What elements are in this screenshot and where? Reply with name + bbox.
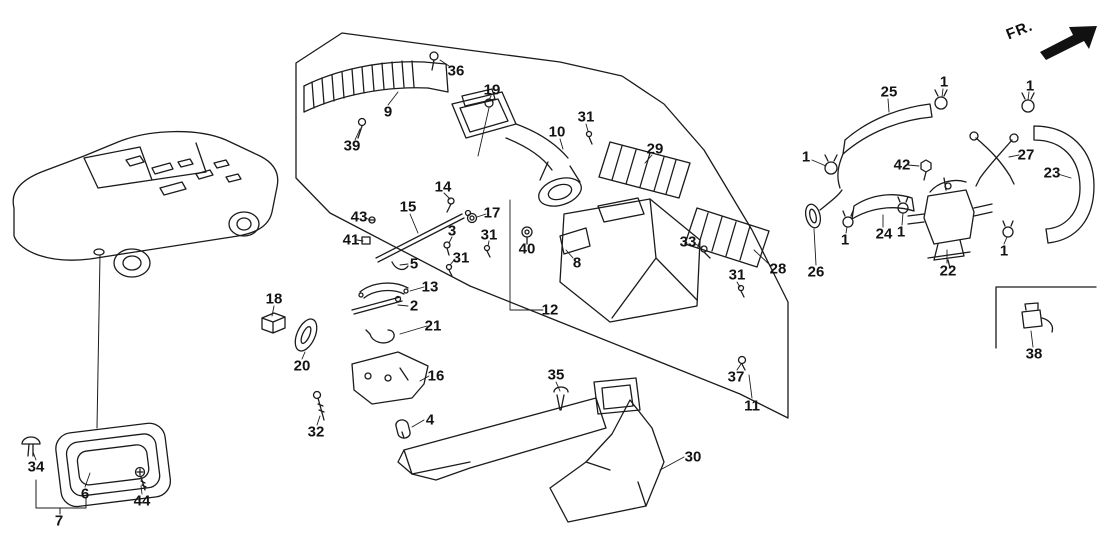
car-sketch (12, 130, 279, 429)
side-vents (598, 141, 770, 268)
water-hoses-and-valve (804, 89, 1097, 349)
defroster-duct (303, 60, 449, 113)
heater-unit (559, 197, 701, 323)
leader-lines (32, 59, 1072, 495)
lower-left-assembly (21, 422, 172, 515)
floor-duct (397, 377, 665, 523)
linkage-parts (261, 130, 747, 439)
fr-arrow-icon (1040, 26, 1097, 60)
instrument-panel-outline (295, 32, 789, 419)
center-duct-assembly (446, 88, 582, 245)
